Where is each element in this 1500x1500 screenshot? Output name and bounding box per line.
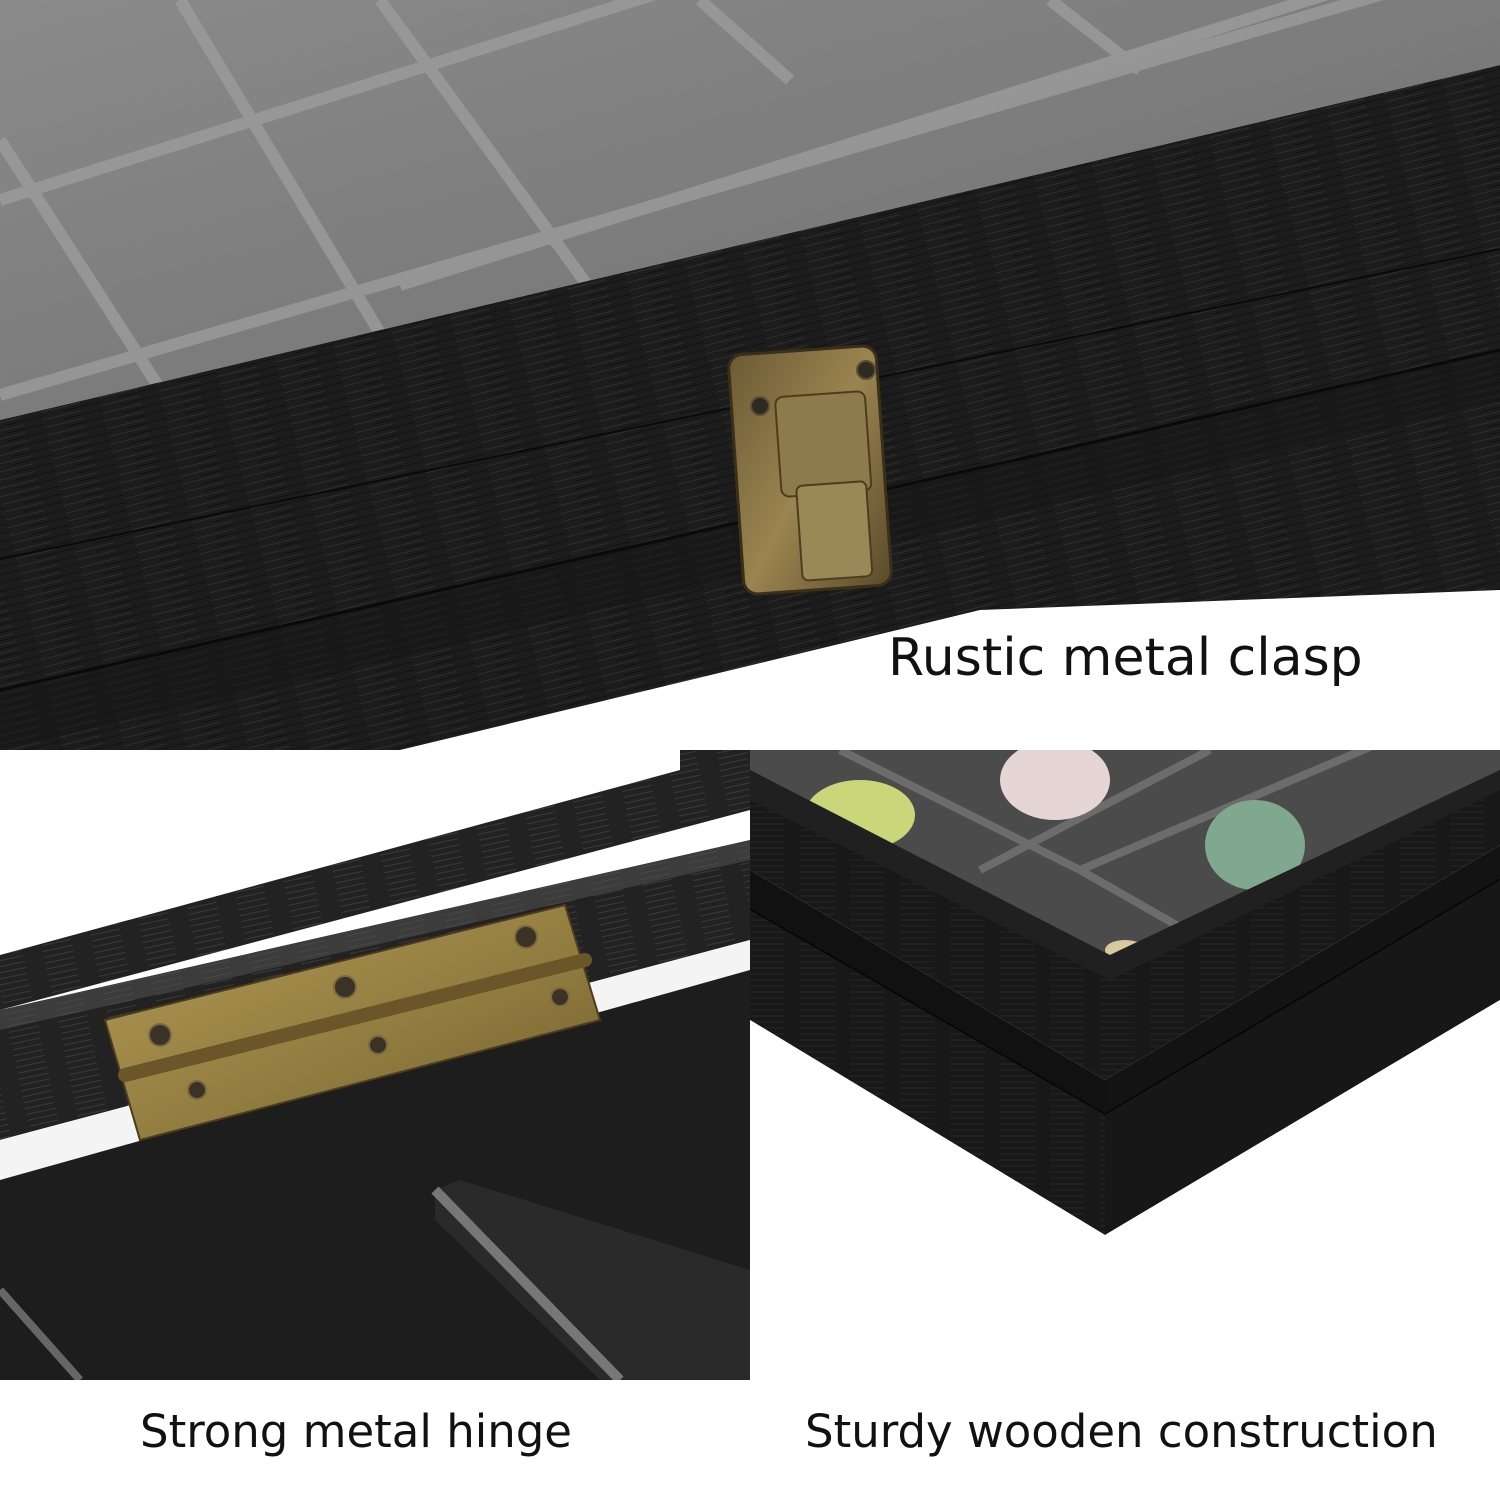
hinge-icon <box>103 903 602 1142</box>
hinge-caption: Strong metal hinge <box>140 1405 572 1458</box>
open-box-hinge-illustration <box>0 750 750 1380</box>
clasp-caption: Rustic metal clasp <box>888 628 1363 688</box>
clasp-photo: Rustic metal clasp <box>0 0 1500 750</box>
closed-box-illustration <box>0 0 1500 750</box>
green-stone-icon <box>1205 800 1305 890</box>
clasp-icon <box>727 344 893 596</box>
corner-photo <box>750 750 1500 1380</box>
box-corner-illustration <box>750 750 1500 1380</box>
construction-caption: Sturdy wooden construction <box>805 1405 1438 1458</box>
pink-stone-icon <box>1000 750 1110 820</box>
hinge-photo <box>0 750 750 1380</box>
